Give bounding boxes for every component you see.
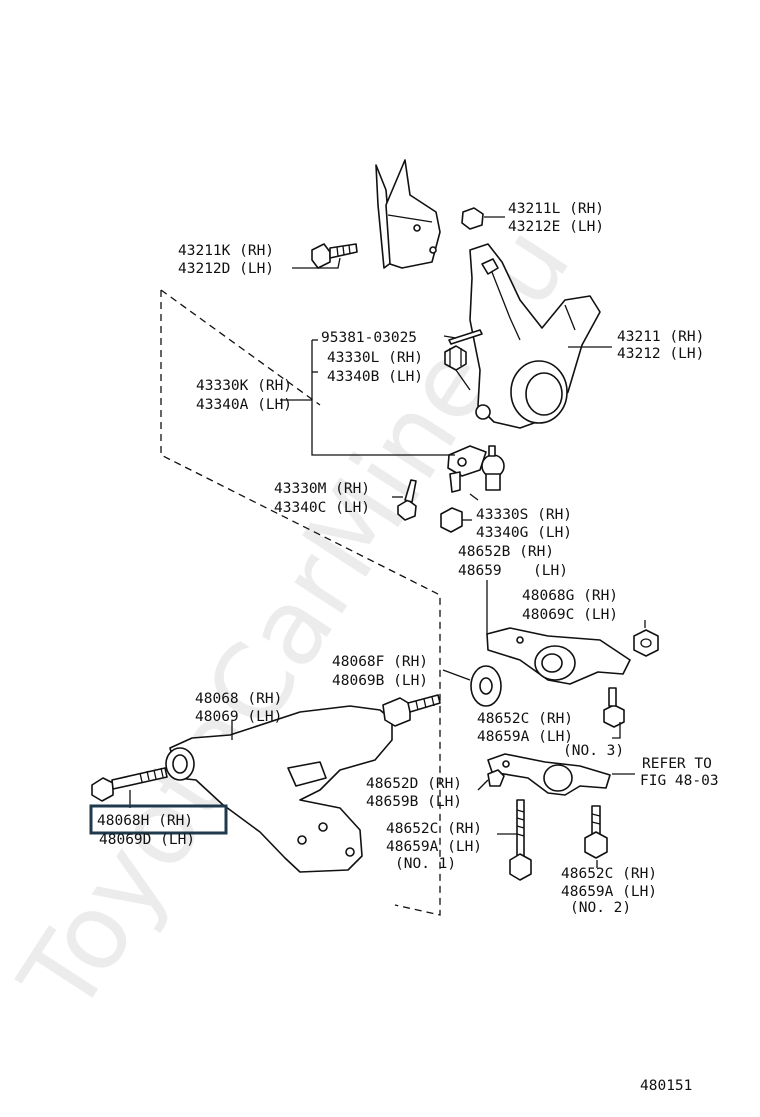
label-48069[interactable]: 48069 (LH)	[195, 709, 282, 725]
label-43340C[interactable]: 43340C (LH)	[274, 500, 370, 516]
highlight-box	[89, 804, 228, 835]
label-48069B[interactable]: 48069B (LH)	[332, 673, 428, 689]
label-fig-48-03[interactable]: FIG 48-03	[640, 773, 719, 789]
bolt-43330M	[397, 479, 417, 521]
label-43211[interactable]: 43211 (RH)	[617, 329, 704, 345]
part-labels: 43211L (RH) 43212E (LH) 43211K (RH) 4321…	[97, 201, 719, 1094]
label-48069D[interactable]: 48069D (LH)	[99, 832, 195, 848]
label-43340A[interactable]: 43340A (LH)	[196, 397, 292, 413]
label-refer-to[interactable]: REFER TO	[642, 756, 712, 772]
label-48068G[interactable]: 48068G (RH)	[522, 588, 618, 604]
label-43340B[interactable]: 43340B (LH)	[327, 369, 423, 385]
lower-control-arm-48068	[165, 705, 393, 873]
label-48652C-no1[interactable]: 48652C (RH)	[386, 821, 482, 837]
label-43212E[interactable]: 43212E (LH)	[508, 219, 604, 235]
label-43211L[interactable]: 43211L (RH)	[508, 201, 604, 217]
label-48659-lh[interactable]: (LH)	[533, 563, 568, 579]
bushing-48068F	[470, 665, 502, 707]
strut-shock-absorber	[375, 159, 441, 269]
assembly-outline	[160, 289, 441, 916]
label-48652D[interactable]: 48652D (RH)	[366, 776, 462, 792]
cotter-pin-95381	[448, 329, 483, 345]
label-43212D[interactable]: 43212D (LH)	[178, 261, 274, 277]
knuckle-bolt-43211K	[311, 243, 358, 269]
nut-48652D	[487, 769, 505, 787]
rear-bracket-48652B	[486, 627, 631, 685]
ball-joint-43330K	[447, 445, 505, 493]
bolt-48652C-no3	[603, 687, 625, 728]
castle-nut-43330L	[444, 345, 467, 371]
label-no1: (NO. 1)	[395, 856, 456, 872]
label-48652C-no3[interactable]: 48652C (RH)	[477, 711, 573, 727]
label-48659A-no3[interactable]: 48659A (LH)	[477, 729, 573, 745]
label-no2: (NO. 2)	[570, 900, 631, 916]
label-43340G[interactable]: 43340G (LH)	[476, 525, 572, 541]
label-95381[interactable]: 95381-03025	[321, 330, 417, 346]
label-48652C-no2[interactable]: 48652C (RH)	[561, 866, 657, 882]
bolt-48652C-no2	[584, 805, 608, 859]
label-48068[interactable]: 48068 (RH)	[195, 691, 282, 707]
label-no3: (NO. 3)	[563, 743, 624, 759]
steering-knuckle-43211	[469, 243, 601, 429]
label-48068H[interactable]: 48068H (RH)	[97, 813, 193, 829]
label-43330K[interactable]: 43330K (RH)	[196, 378, 292, 394]
front-bushing-stud	[382, 694, 441, 727]
label-43330L[interactable]: 43330L (RH)	[327, 350, 423, 366]
label-48659B[interactable]: 48659B (LH)	[366, 794, 462, 810]
label-48659A-no1[interactable]: 48659A (LH)	[386, 839, 482, 855]
label-48659[interactable]: 48659	[458, 563, 502, 579]
label-48659A-no2[interactable]: 48659A (LH)	[561, 884, 657, 900]
bracket-no3	[487, 753, 611, 796]
figure-number: 480151	[640, 1078, 692, 1094]
label-48652B[interactable]: 48652B (RH)	[458, 544, 554, 560]
label-43330S[interactable]: 43330S (RH)	[476, 507, 572, 523]
label-48069C[interactable]: 48069C (LH)	[522, 607, 618, 623]
knuckle-nut-43211L	[461, 207, 484, 230]
label-48068F[interactable]: 48068F (RH)	[332, 654, 428, 670]
label-43211K[interactable]: 43211K (RH)	[178, 243, 274, 259]
bolt-48068H	[91, 767, 168, 802]
nut-43330S	[440, 507, 463, 533]
nut-48068G	[633, 629, 659, 657]
label-43330M[interactable]: 43330M (RH)	[274, 481, 370, 497]
label-43212[interactable]: 43212 (LH)	[617, 346, 704, 362]
bolt-48652C-no1	[509, 799, 532, 881]
